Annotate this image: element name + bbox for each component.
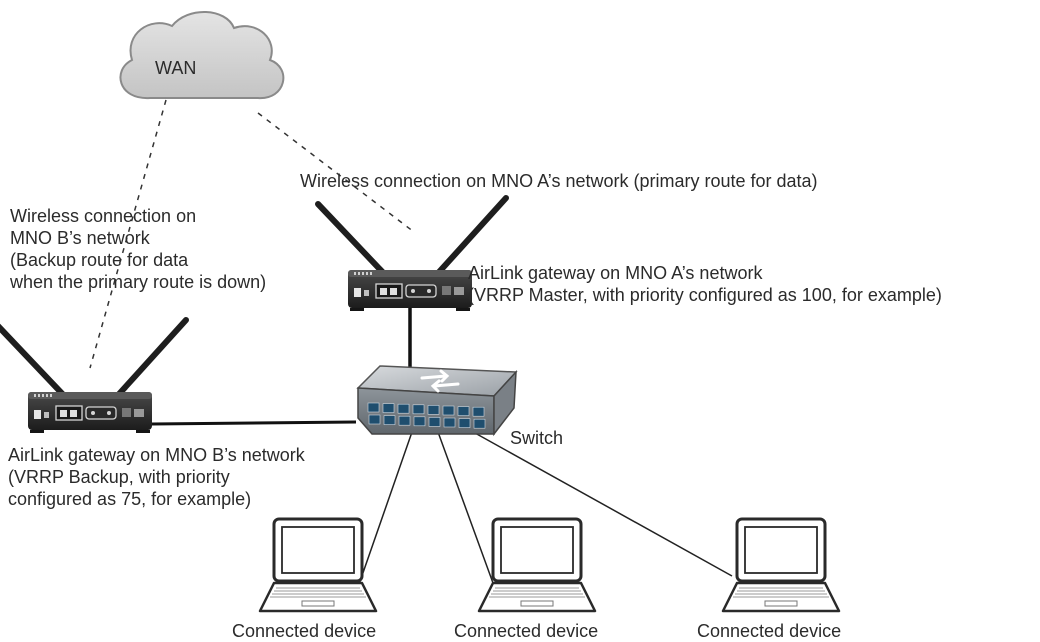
mno-b-link-label: Wireless connection on MNO B’s network (… (10, 205, 266, 293)
switch-port (427, 405, 440, 415)
switch-port (382, 403, 395, 413)
mno-b-link-line-3: (Backup route for data (10, 250, 189, 270)
gateway-b-line-3: configured as 75, for example) (8, 489, 252, 509)
switch-port (383, 415, 396, 425)
gateway-a-line-1: AirLink gateway on MNO A’s network (468, 263, 763, 283)
gateway-b-line-1: AirLink gateway on MNO B’s network (8, 445, 305, 465)
gateway-a-label: AirLink gateway on MNO A’s network (VRRP… (468, 262, 942, 306)
switch-icon (356, 365, 518, 437)
mno-a-link-label: Wireless connection on MNO A’s network (… (300, 171, 818, 191)
gateway-a-line-2: (VRRP Master, with priority configured a… (468, 285, 942, 305)
connected-device-1-laptop-icon (258, 517, 378, 613)
mno-b-link-line-1: Wireless connection on (10, 206, 197, 226)
switch-port (412, 404, 425, 415)
switch-port (458, 418, 471, 428)
switch-port (367, 402, 380, 413)
connected-device-2-laptop-icon (477, 517, 597, 613)
switch-port (443, 417, 456, 428)
wireless-link-mno-b (89, 99, 167, 369)
switch-port (413, 416, 426, 427)
switch-port (457, 406, 470, 416)
switch-port (368, 414, 381, 425)
wan-label: WAN (155, 58, 197, 78)
mno-b-link-line-2: MNO B’s network (10, 228, 150, 248)
switch-port (442, 405, 455, 416)
switch-port (473, 418, 486, 429)
mno-b-link-line-4: when the primary route is down) (10, 272, 267, 292)
switch-port (428, 417, 441, 427)
gateway-b-line-2: (VRRP Backup, with priority (8, 467, 230, 487)
link-switch-device-1 (356, 431, 413, 591)
link-switch-device-3 (465, 427, 733, 577)
connected-device-3-laptop-icon (721, 517, 841, 613)
connected-device-3-label: Connected device (697, 621, 842, 641)
link-gateway-b-switch (151, 420, 357, 426)
gateway-b-router-icon (0, 320, 186, 433)
connected-device-2-label: Connected device (454, 621, 599, 641)
link-switch-device-2 (437, 431, 494, 584)
gateway-b-label: AirLink gateway on MNO B’s network (VRRP… (8, 444, 305, 510)
switch-port (397, 403, 410, 414)
switch-label: Switch (510, 428, 564, 448)
switch-port (398, 415, 411, 426)
wan-cloud-icon (119, 11, 285, 100)
connected-device-1-label: Connected device (232, 621, 377, 641)
switch-port (472, 406, 485, 417)
